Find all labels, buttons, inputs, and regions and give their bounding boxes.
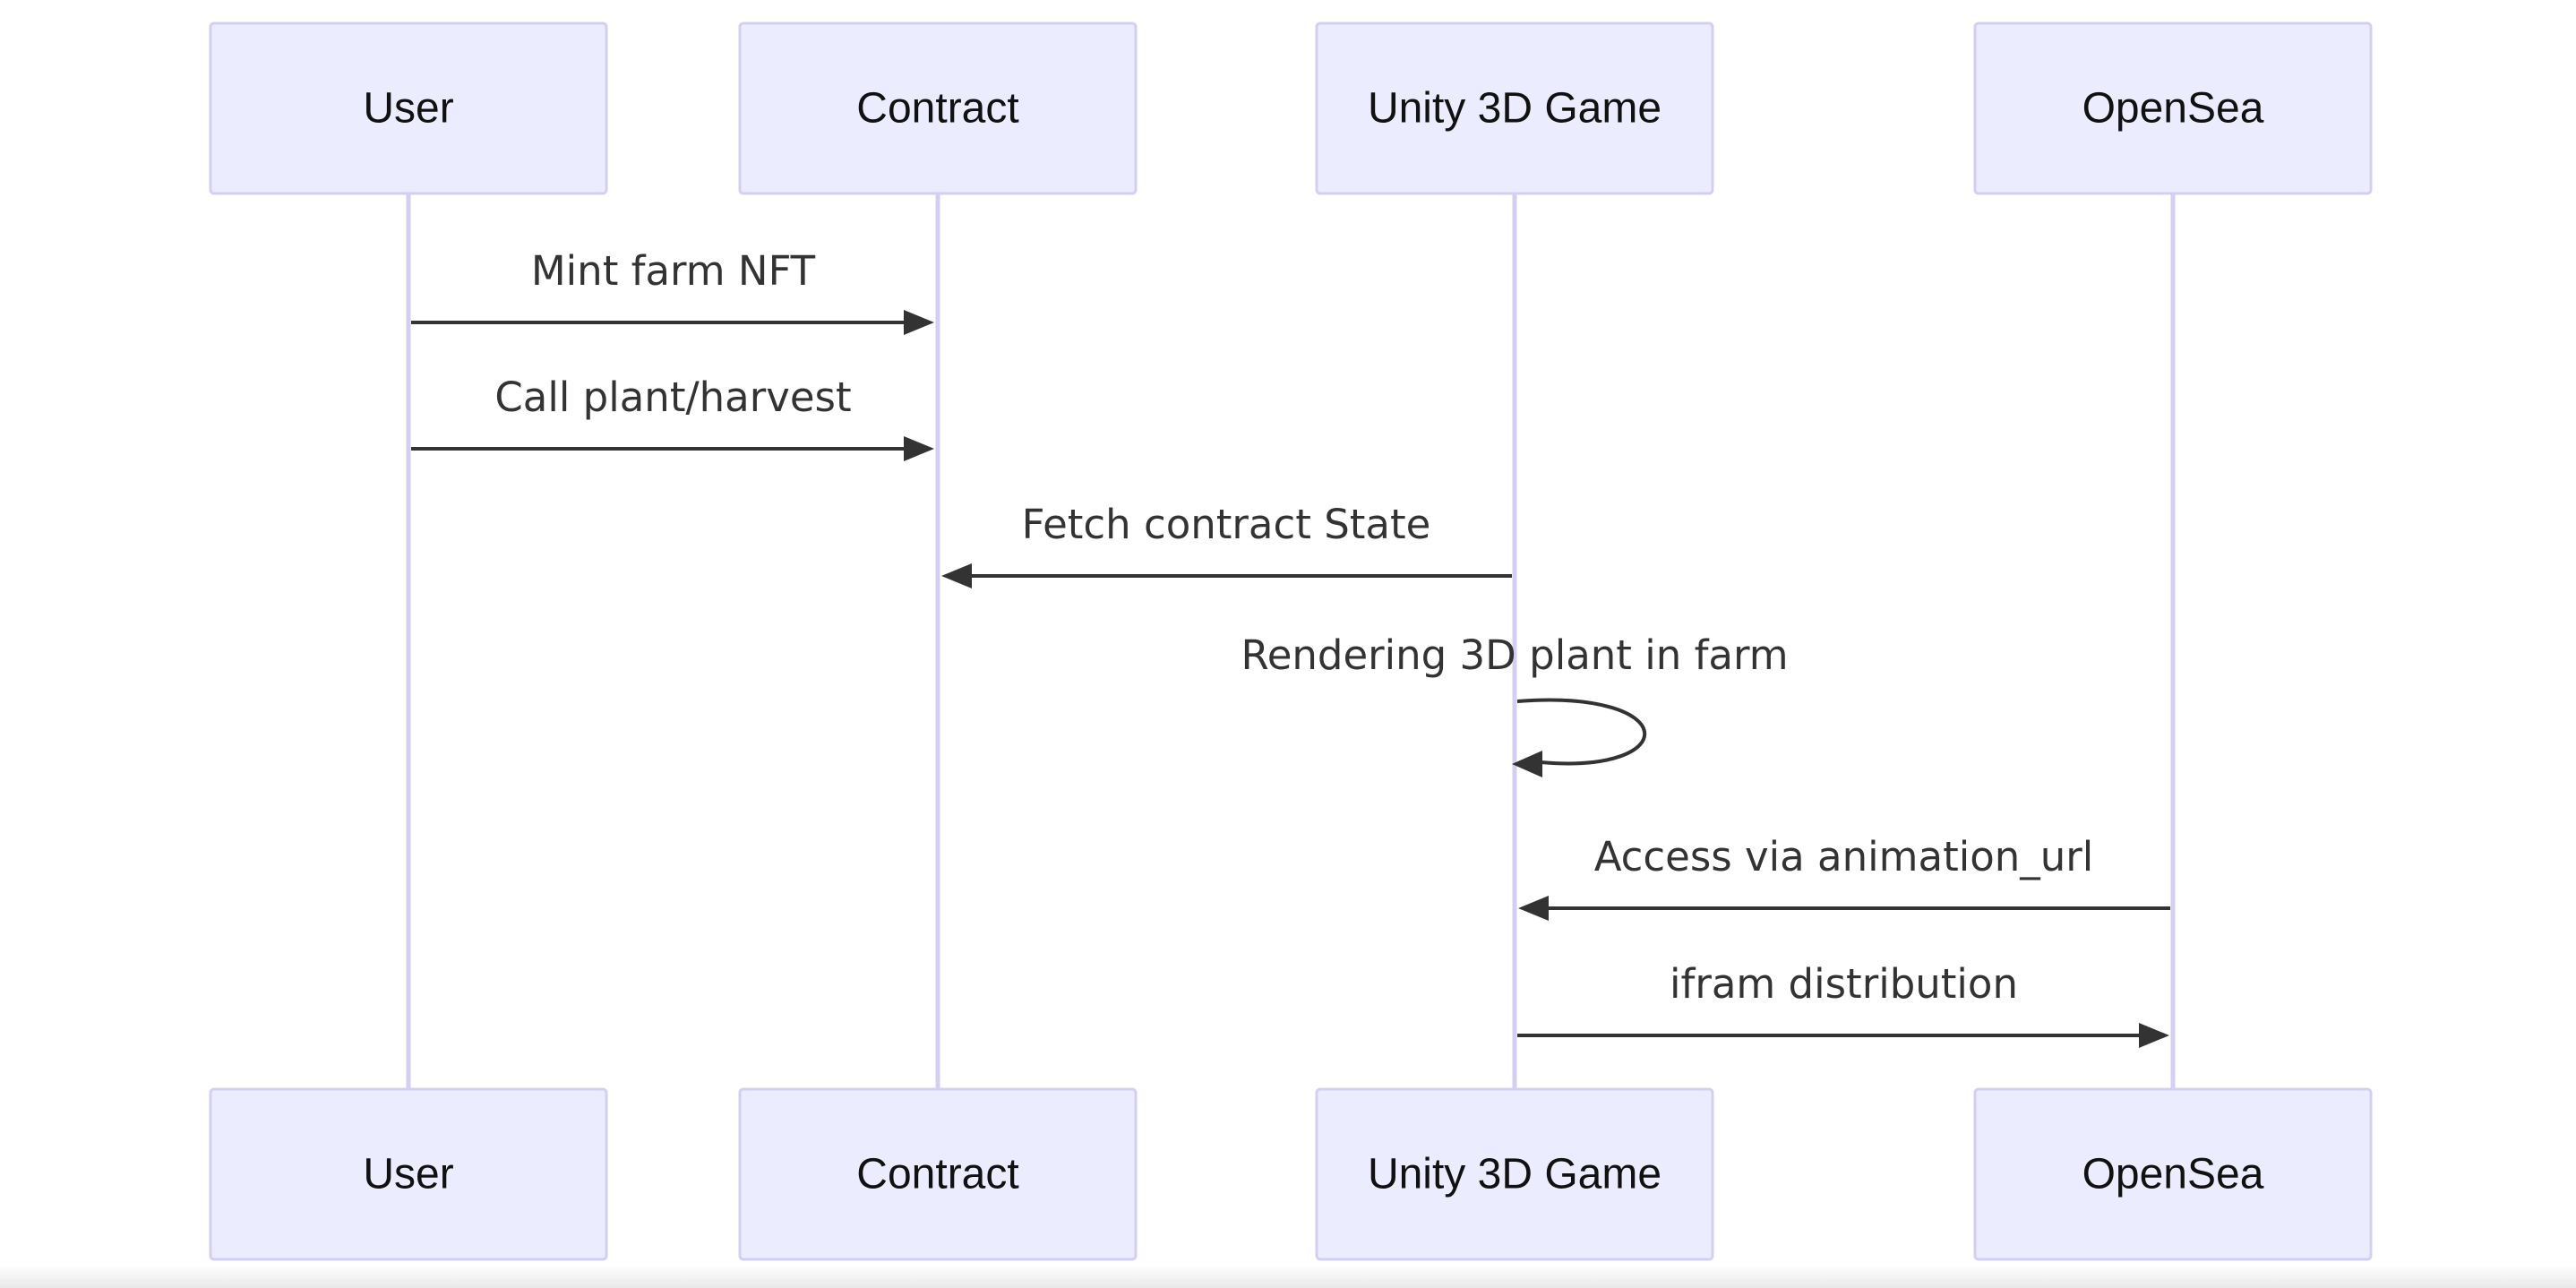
arrow-head bbox=[941, 563, 972, 588]
arrow-head bbox=[1512, 751, 1542, 777]
lifelines bbox=[406, 193, 2176, 1089]
message-label: Access via animation_url bbox=[1594, 833, 2094, 880]
actor-contract-top: Contract bbox=[738, 21, 1138, 195]
actor-label: OpenSea bbox=[2082, 85, 2264, 133]
actor-label: User bbox=[363, 85, 453, 133]
actor-box bbox=[1315, 21, 1714, 195]
actor-user-bottom: User bbox=[209, 1087, 608, 1261]
actor-user-top: User bbox=[209, 21, 608, 195]
actor-box bbox=[209, 21, 608, 195]
message-2: Call plant/harvest bbox=[411, 374, 934, 461]
actor-contract-bottom: Contract bbox=[738, 1087, 1138, 1261]
actor-unity-bottom: Unity 3D Game bbox=[1315, 1087, 1714, 1261]
arrow-head bbox=[904, 436, 934, 461]
actor-box bbox=[1973, 21, 2373, 195]
message-label: ifram distribution bbox=[1670, 960, 2018, 1008]
actor-opensea-bottom: OpenSea bbox=[1973, 1087, 2373, 1261]
bottom-shadow bbox=[0, 1265, 2576, 1288]
actor-label: Contract bbox=[856, 1151, 1018, 1198]
actors-top: User Contract Unity 3D Game OpenSea bbox=[209, 21, 2373, 195]
arrow-head bbox=[904, 310, 934, 335]
arrow-head bbox=[1518, 896, 1549, 921]
actor-label: Unity 3D Game bbox=[1368, 1151, 1662, 1198]
actor-label: Unity 3D Game bbox=[1368, 85, 1662, 133]
actors-bottom: User Contract Unity 3D Game OpenSea bbox=[209, 1087, 2373, 1261]
message-label: Mint farm NFT bbox=[531, 247, 816, 295]
message-label: Fetch contract State bbox=[1022, 501, 1431, 548]
actor-box bbox=[1315, 1087, 1714, 1261]
arrow-head bbox=[2139, 1023, 2169, 1048]
message-6: ifram distribution bbox=[1517, 960, 2169, 1048]
message-3: Fetch contract State bbox=[941, 501, 1512, 588]
actor-unity-top: Unity 3D Game bbox=[1315, 21, 1714, 195]
actor-label: Contract bbox=[856, 85, 1018, 133]
message-4: Rendering 3D plant in farm bbox=[1241, 631, 1789, 777]
message-5: Access via animation_url bbox=[1518, 833, 2170, 921]
actor-box bbox=[738, 21, 1138, 195]
message-1: Mint farm NFT bbox=[411, 247, 934, 335]
actor-box bbox=[1973, 1087, 2373, 1261]
message-label: Rendering 3D plant in farm bbox=[1241, 631, 1788, 679]
actor-box bbox=[209, 1087, 608, 1261]
message-line bbox=[1516, 698, 1646, 766]
actor-box bbox=[738, 1087, 1138, 1261]
actor-label: User bbox=[363, 1151, 453, 1198]
message-label: Call plant/harvest bbox=[494, 374, 851, 421]
actor-label: OpenSea bbox=[2082, 1151, 2264, 1198]
actor-opensea-top: OpenSea bbox=[1973, 21, 2373, 195]
